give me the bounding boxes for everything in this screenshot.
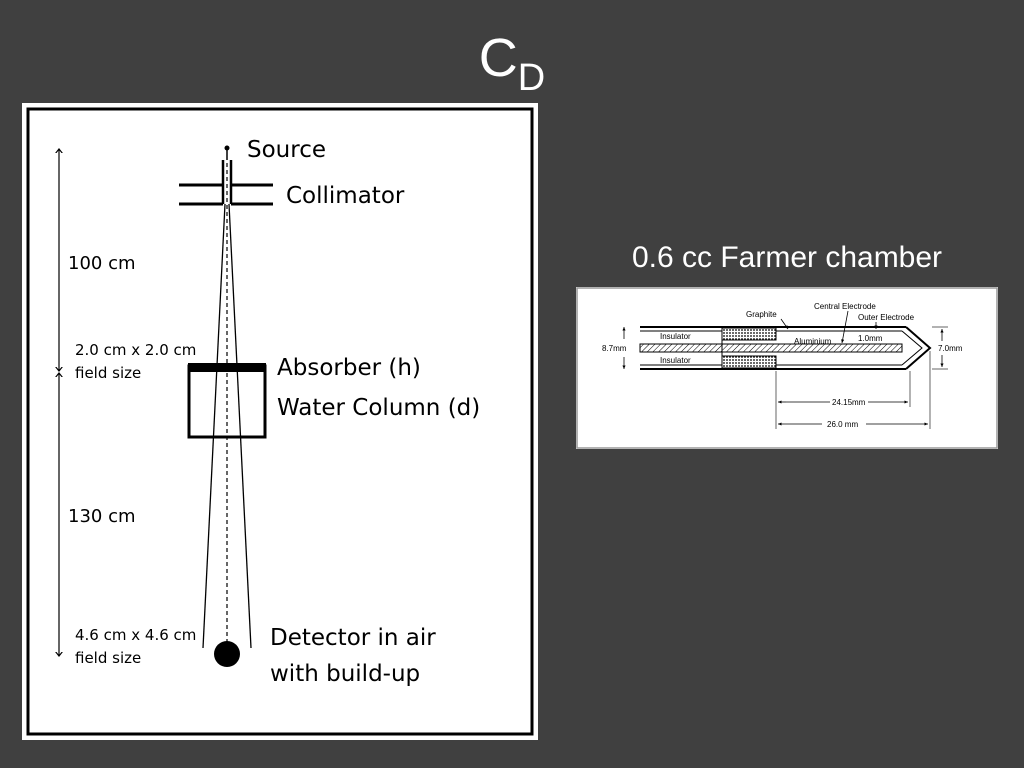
chamber-label-aluminium: Aluminium: [794, 337, 832, 346]
chamber-caption: 0.6 cc Farmer chamber: [631, 241, 943, 274]
label-field-size-upper-1: 2.0 cm x 2.0 cm: [75, 341, 196, 359]
label-absorber: Absorber (h): [277, 355, 421, 381]
label-collimator: Collimator: [286, 183, 405, 209]
setup-diagram: Source Collimator 100 cm 2.0 cm x 2.0 cm…: [26, 107, 534, 736]
graphite-block-bottom: [721, 355, 777, 369]
chamber-label-graphite: Graphite: [746, 310, 777, 319]
chamber-panel-border: [576, 287, 998, 449]
chamber-label-length-total: 26.0 mm: [827, 420, 858, 429]
chamber-diagram-panel: Graphite Central Electrode Outer Electro…: [576, 287, 998, 449]
chamber-diagram: Graphite Central Electrode Outer Electro…: [576, 287, 998, 449]
beam-edge-left: [202, 203, 226, 649]
central-electrode-rod: [639, 343, 903, 353]
chamber-label-outer-diameter: 7.0mm: [938, 344, 963, 353]
collimator: [179, 160, 273, 206]
label-field-size-upper-2: field size: [75, 364, 141, 382]
chamber-label-outer-electrode: Outer Electrode: [858, 313, 915, 322]
slide-title: CD: [0, 28, 1024, 108]
label-distance-lower: 130 cm: [68, 506, 136, 527]
chamber-label-insulator-top: Insulator: [660, 332, 691, 341]
title-subscript: D: [517, 57, 546, 99]
chamber-label-length-inner: 24.15mm: [832, 398, 866, 407]
label-distance-upper: 100 cm: [68, 253, 136, 274]
label-water-column: Water Column (d): [277, 395, 480, 421]
label-field-size-lower-2: field size: [75, 649, 141, 667]
detector-ball: [214, 641, 240, 667]
chamber-label-central-electrode: Central Electrode: [814, 302, 876, 311]
absorber-plate: [188, 363, 266, 372]
setup-diagram-panel: Source Collimator 100 cm 2.0 cm x 2.0 cm…: [22, 103, 538, 740]
panel-border: [26, 107, 534, 736]
beam-edge-right: [228, 203, 252, 649]
chamber-label-insulator-bottom: Insulator: [660, 356, 691, 365]
chamber-label-wall-thickness: 1.0mm: [858, 334, 883, 343]
label-detector-2: with build-up: [270, 661, 420, 687]
title-main: C: [478, 28, 518, 88]
label-detector-1: Detector in air: [270, 625, 436, 651]
label-source: Source: [247, 137, 326, 163]
label-field-size-lower-1: 4.6 cm x 4.6 cm: [75, 626, 196, 644]
graphite-block-top: [721, 327, 777, 341]
chamber-label-inner-diameter: 8.7mm: [602, 344, 627, 353]
